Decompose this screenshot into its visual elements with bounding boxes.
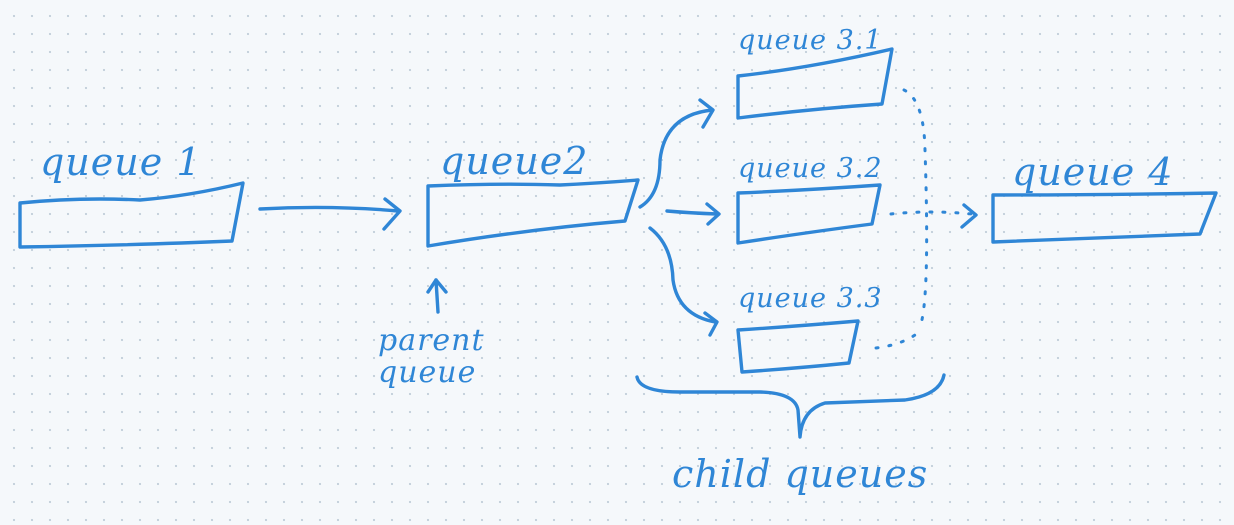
queue-3-1-box	[736, 47, 894, 120]
arrow-q1-q2	[258, 205, 400, 213]
child-queues-brace	[635, 373, 946, 439]
arrow-q2-q32	[665, 209, 719, 216]
parent-annotation-line-2: queue	[378, 354, 477, 390]
arrow-q2-q31-head	[698, 98, 715, 129]
dotted-line-q31	[902, 88, 929, 329]
queue-4-label: queue 4	[1012, 150, 1174, 194]
parent-pointer-arrow	[434, 278, 440, 314]
parent-pointer-arrow-head	[426, 278, 448, 294]
queue-3-1-label: queue 3.1	[738, 25, 883, 56]
parent-queue-annotation: parent queue	[378, 325, 485, 388]
parent-annotation-line-1: parent	[378, 323, 485, 358]
arrow-q4-head	[960, 203, 978, 229]
queue-1-label: queue 1	[40, 140, 202, 184]
arrow-q2-q33-head	[703, 311, 719, 337]
arrow-q2-q31	[638, 108, 714, 209]
queue-1-box	[18, 181, 245, 249]
dotted-line-q32-q4	[889, 210, 974, 216]
queue-3-3-label: queue 3.3	[738, 283, 883, 314]
dotted-line-q33	[874, 333, 917, 350]
arrow-q2-q33	[648, 226, 717, 324]
arrow-q1-q2-head	[382, 197, 402, 231]
queue-3-2-box	[736, 183, 882, 245]
arrow-q2-q32-head	[705, 202, 721, 226]
queue-2-label: queue2	[440, 139, 589, 183]
queue-2-box	[426, 178, 640, 248]
queue-4-box	[991, 191, 1218, 244]
queue-3-2-label: queue 3.2	[738, 153, 883, 184]
queue-3-3-box	[736, 319, 860, 374]
child-queues-annotation: child queues	[672, 452, 929, 496]
